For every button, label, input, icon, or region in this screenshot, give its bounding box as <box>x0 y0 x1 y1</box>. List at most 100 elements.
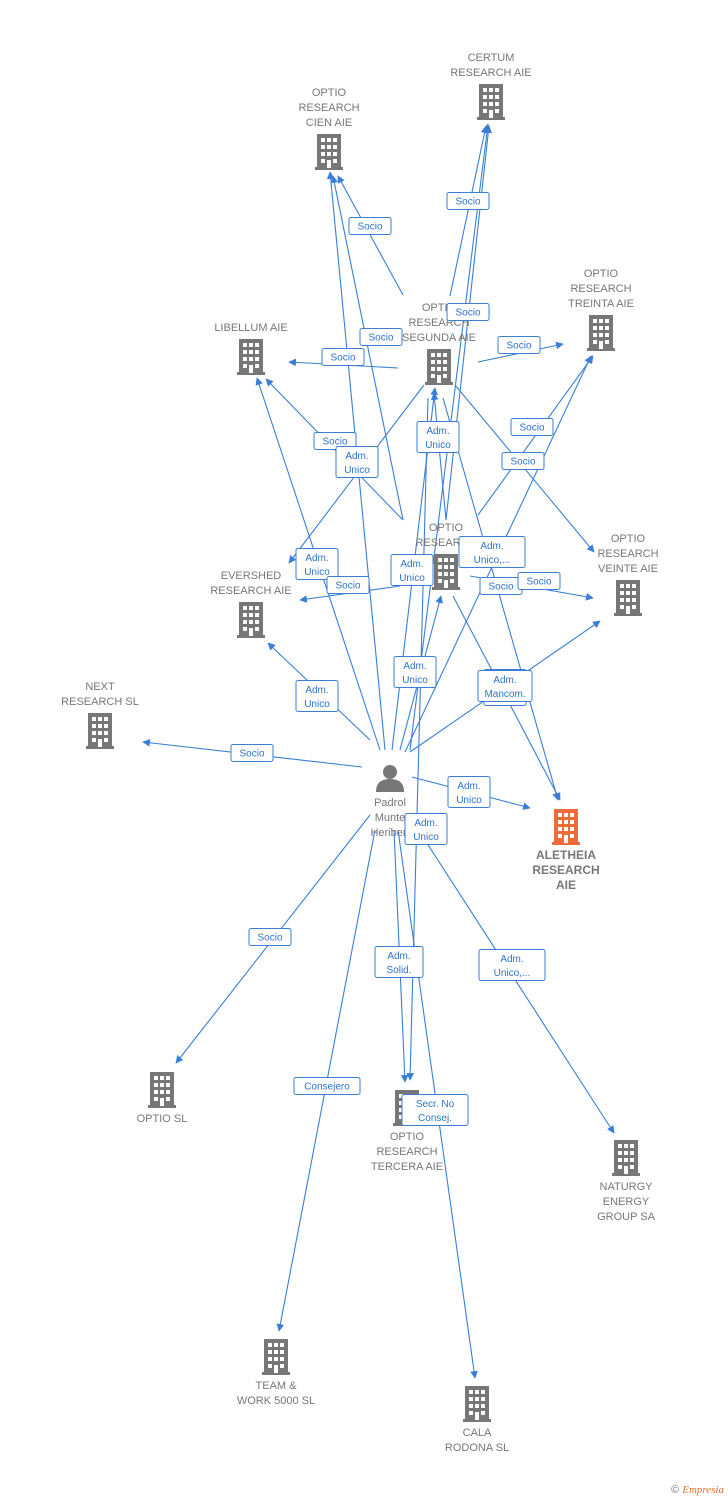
focus-building-icon[interactable] <box>552 809 580 845</box>
edge-label[interactable]: Socio <box>230 744 274 762</box>
edge-label-box[interactable] <box>446 192 490 210</box>
edge-label[interactable]: Socio <box>326 576 370 594</box>
edge-label-box[interactable] <box>335 446 379 478</box>
edge-label[interactable]: Socio <box>248 928 292 946</box>
copyright-symbol: © <box>671 1484 680 1496</box>
edge-label-box[interactable] <box>501 452 545 470</box>
edge-label[interactable]: Adm.Mancom. <box>477 670 533 702</box>
edge-label[interactable]: Adm. Unico <box>390 554 434 586</box>
edge-label-box[interactable] <box>326 576 370 594</box>
edge-label-box[interactable] <box>393 656 437 688</box>
node-libellum[interactable]: LIBELLUM AIE <box>214 322 288 375</box>
building-icon[interactable] <box>237 602 265 638</box>
edge-label-text: Socio <box>455 197 480 208</box>
edge-label-box[interactable] <box>293 1077 361 1095</box>
edge-label[interactable]: Adm.Solid. <box>374 946 424 978</box>
edge-label[interactable]: Socio <box>321 348 365 366</box>
edge-label-box[interactable] <box>404 813 448 845</box>
edge-label-box[interactable] <box>497 336 541 354</box>
edge-label[interactable]: Socio <box>510 418 554 436</box>
edge-label-box[interactable] <box>458 536 526 568</box>
edge-label-box[interactable] <box>401 1094 469 1126</box>
edge-optio_research-to-cien <box>330 175 404 521</box>
node-optio_sl[interactable]: OPTIO SL <box>137 1072 188 1125</box>
edge-label-box[interactable] <box>478 949 546 981</box>
building-icon[interactable] <box>237 339 265 375</box>
edge-label[interactable]: Adm.Unico <box>335 446 379 478</box>
edge-label-box[interactable] <box>295 548 339 580</box>
edge-label-box[interactable] <box>295 680 339 712</box>
edge-label[interactable]: Socio <box>517 572 561 590</box>
edge-label[interactable]: Socio <box>348 217 392 235</box>
building-icon[interactable] <box>612 1140 640 1176</box>
edge-label[interactable]: Adm.Unico <box>404 813 448 845</box>
building-icon[interactable] <box>432 554 460 590</box>
edge-label[interactable]: Socio <box>313 432 357 450</box>
edge-label-box[interactable] <box>359 328 403 346</box>
edge-label[interactable]: Socio <box>501 452 545 470</box>
edge-label-box[interactable] <box>313 432 357 450</box>
edge-label-box[interactable] <box>477 670 533 702</box>
edge-label-box[interactable] <box>348 217 392 235</box>
edge-label[interactable]: Adm.Unico,... <box>478 949 546 981</box>
person-icon[interactable] <box>376 765 404 792</box>
edge-label-box[interactable] <box>390 554 434 586</box>
edge-label[interactable]: Socio <box>359 328 403 346</box>
building-icon[interactable] <box>477 84 505 120</box>
edge-label[interactable]: Adm.Unico <box>416 421 460 453</box>
edge-label-text: Socio <box>330 353 355 364</box>
building-icon[interactable] <box>463 1386 491 1422</box>
building-icon[interactable] <box>262 1339 290 1375</box>
edge-label[interactable]: Socio <box>446 303 490 321</box>
edge-label-text: Unico <box>399 573 425 584</box>
edge-label-text: Unico <box>456 795 482 806</box>
edge-label-text: Adm. <box>400 559 423 570</box>
edge-optio_research-to-segunda <box>430 392 447 521</box>
edge-label-box[interactable] <box>517 572 561 590</box>
building-icon[interactable] <box>614 580 642 616</box>
edge-label-text: Unico <box>413 832 439 843</box>
edge-label[interactable]: Adm.Unico <box>295 548 339 580</box>
building-icon[interactable] <box>86 713 114 749</box>
edge-segunda-to-aletheia <box>442 397 560 801</box>
node-label-optio_research: OPTIO <box>429 522 464 534</box>
building-icon[interactable] <box>587 315 615 351</box>
building-icon[interactable] <box>148 1072 176 1108</box>
edge-label[interactable]: Adm.Unico <box>393 656 437 688</box>
edge-label[interactable]: Socio <box>497 336 541 354</box>
edge-label[interactable]: Socio <box>446 192 490 210</box>
edge-label-box[interactable] <box>321 348 365 366</box>
edge-label[interactable]: Socio <box>479 577 523 595</box>
brand-logo[interactable]: Empresia <box>682 1484 724 1496</box>
edge-label-box[interactable] <box>374 946 424 978</box>
edge-label-text: Unico <box>304 567 330 578</box>
edge-label-box[interactable] <box>416 421 460 453</box>
edge-label-box[interactable] <box>230 744 274 762</box>
edge-label[interactable]: Adm.Unico <box>447 776 491 808</box>
edge-label[interactable]: Adm.Unico <box>295 680 339 712</box>
building-icon[interactable] <box>315 134 343 170</box>
edge-label[interactable]: Consejero <box>293 1077 361 1095</box>
building-icon[interactable] <box>425 349 453 385</box>
node-team[interactable]: TEAM &WORK 5000 SL <box>237 1339 315 1407</box>
edge-label[interactable]: Adm.Unico,... <box>458 536 526 568</box>
edge-label-box[interactable] <box>446 303 490 321</box>
edge-labels-layer: SocioSocioSocioSocioSocioSocioSocioAdm.U… <box>230 192 561 1126</box>
edge-label-box[interactable] <box>510 418 554 436</box>
edge-label-box[interactable] <box>248 928 292 946</box>
edge-label-box[interactable] <box>447 776 491 808</box>
node-label-tercera: OPTIO <box>390 1131 425 1143</box>
